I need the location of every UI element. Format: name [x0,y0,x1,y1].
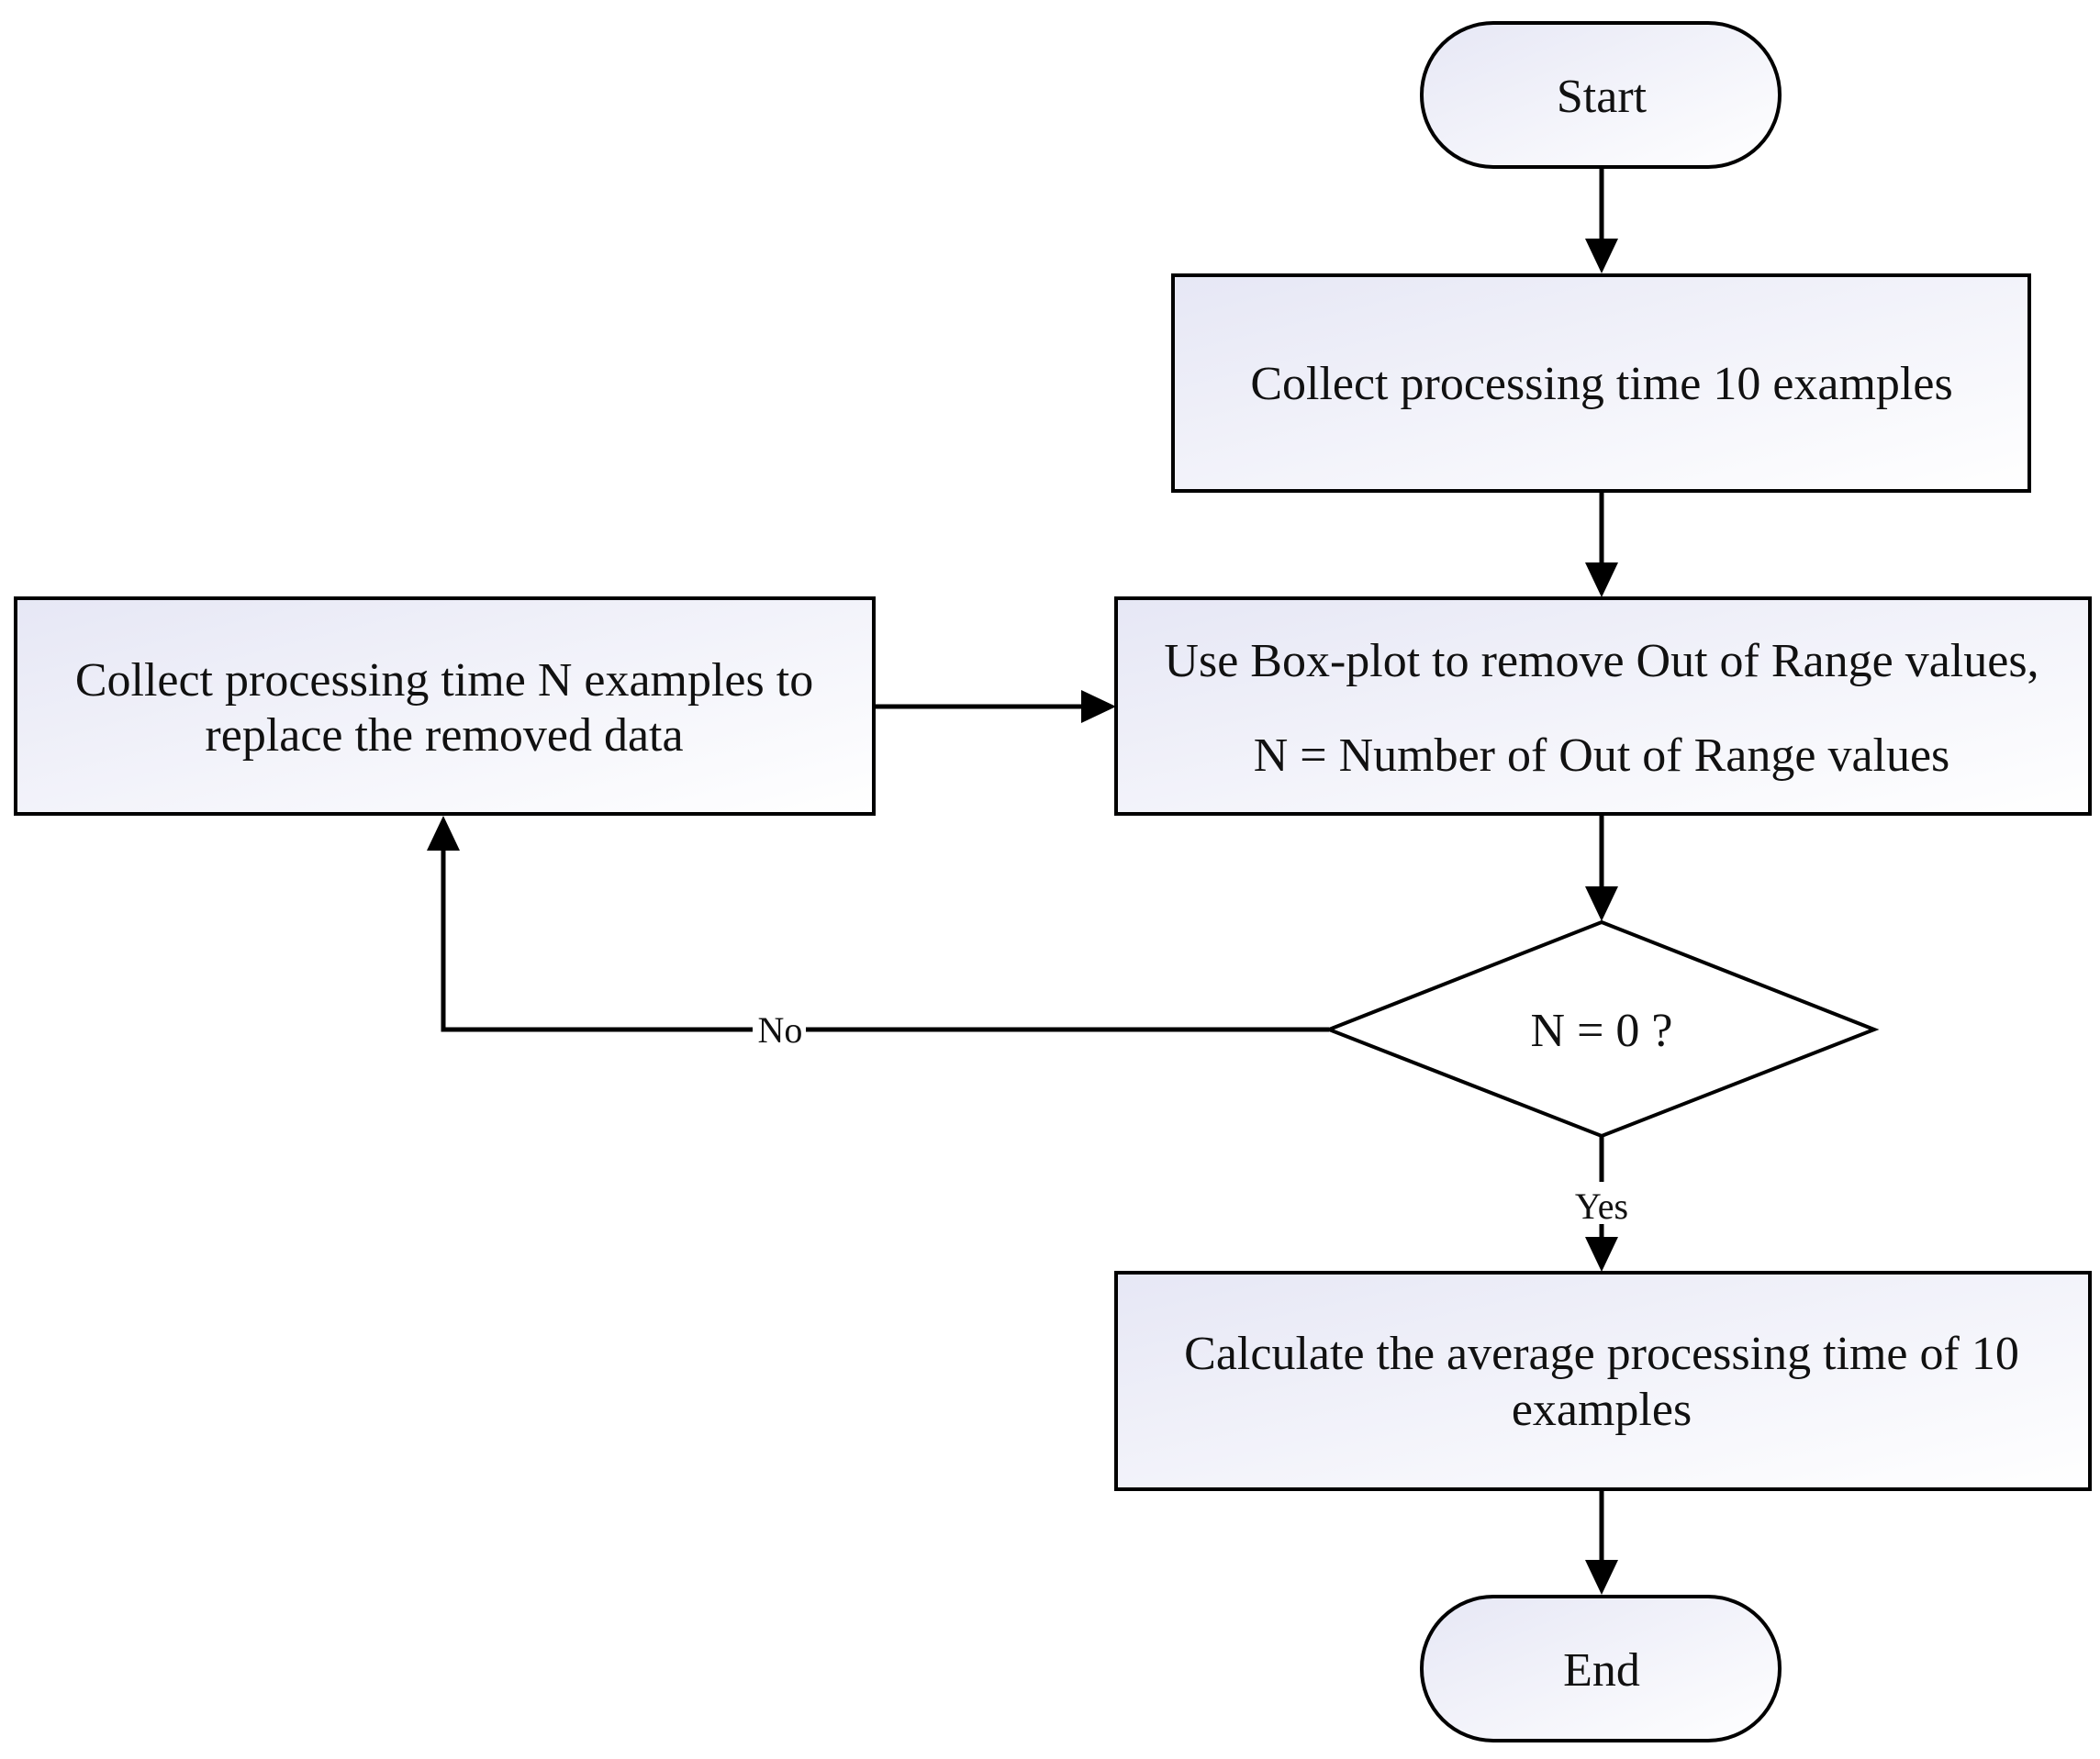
arrowhead-collect10-to-boxplot [1585,562,1618,597]
arrowhead-start-to-collect10 [1585,239,1618,273]
average-label-line1: Calculate the average processing time of… [1184,1328,2019,1380]
no-label: No [758,1009,803,1051]
yes-label: Yes [1575,1186,1628,1227]
end-label: End [1563,1644,1640,1697]
decision-label: N = 0 ? [1531,1005,1673,1057]
collect-10-process [1171,273,2031,493]
arrowhead-average-to-end [1585,1560,1618,1595]
boxplot-label-line2: N = Number of Out of Range values [1254,729,1950,782]
boxplot-process [1114,596,2092,816]
average-label-line2: examples [1512,1384,1692,1436]
boxplot-label-line1: Use Box-plot to remove Out of Range valu… [1164,635,2039,687]
collect-10-label: Collect processing time 10 examples [1250,358,1952,410]
arrowhead-decision-to-average [1585,1237,1618,1272]
start-label: Start [1557,71,1648,123]
arrowhead-boxplot-to-decision [1585,886,1618,921]
arrowhead-collectN-to-boxplot [1081,690,1116,723]
collect-n-process [14,596,876,816]
collect-n-label-line2: replace the removed data [205,709,683,762]
end-terminator [1420,1595,1782,1742]
yes-label-bg [1568,1182,1637,1224]
collect-n-label-line1: Collect processing time N examples to [75,654,813,707]
no-label-bg [753,1009,806,1050]
decision-diamond [1324,919,1880,1139]
start-terminator [1420,21,1782,169]
average-process [1114,1271,2092,1491]
edge-decision-to-collectN [441,849,1329,1032]
arrowhead-decision-to-collectN [427,816,460,851]
